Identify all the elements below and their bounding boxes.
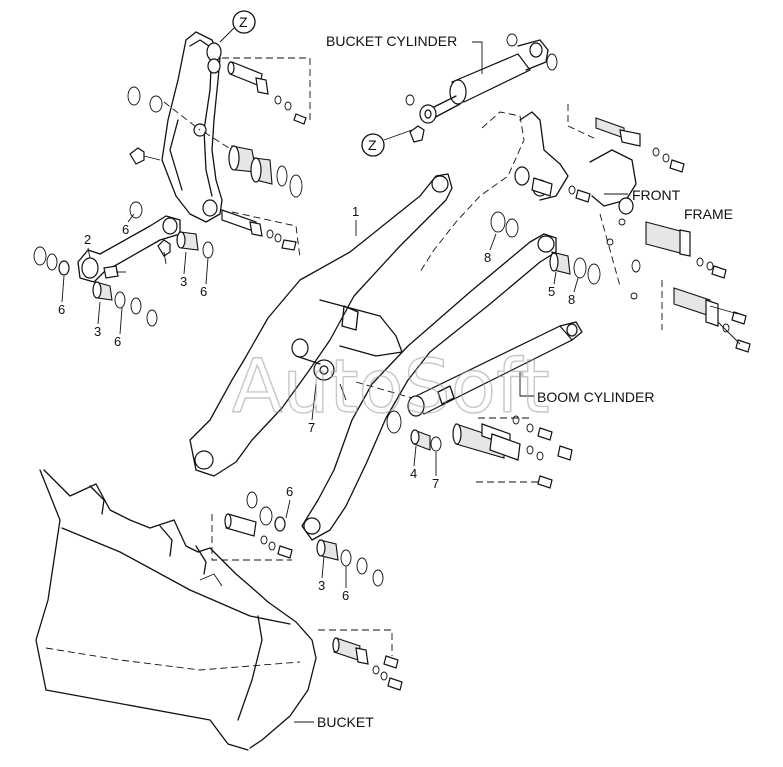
part-number-3-a: 3 (180, 274, 187, 289)
link-bushing-group (33, 201, 214, 327)
detail-z-text-middle: Z (368, 137, 377, 153)
part-number-3-c: 3 (318, 578, 325, 593)
part-number-6-d: 6 (114, 334, 121, 349)
frame-label: FRAME (684, 206, 733, 222)
bucket-cylinder (405, 33, 558, 143)
bell-crank-lever (161, 31, 223, 223)
detail-z-marker-top: Z (219, 10, 256, 43)
watermark-text: AutoSoft (232, 344, 550, 430)
part-number-3-b: 3 (94, 324, 101, 339)
bucket-cylinder-label-group: BUCKET CYLINDER (326, 33, 483, 74)
part-number-6-c: 6 (58, 302, 65, 317)
part-number-callouts: 1 2 6 3 6 6 3 6 7 4 7 8 5 8 6 3 6 (58, 204, 579, 603)
bucket-cylinder-label: BUCKET CYLINDER (326, 33, 457, 49)
lever-bottom-pin-group (221, 209, 301, 259)
lever-top-pin-group (127, 57, 311, 131)
part-number-2: 2 (84, 232, 91, 247)
part-number-4: 4 (410, 466, 417, 481)
boom-arm (189, 173, 557, 541)
front-label: FRONT (632, 187, 681, 203)
part-number-7-b: 7 (432, 476, 439, 491)
part-number-6-f: 6 (342, 588, 349, 603)
part-number-1: 1 (352, 204, 359, 219)
part-number-8-b: 8 (568, 292, 575, 307)
frame-pin-group (490, 177, 601, 285)
part-number-6-b: 6 (200, 284, 207, 299)
boom-cylinder (355, 321, 583, 417)
part-number-7-a: 7 (308, 420, 315, 435)
bucket-label: BUCKET (317, 714, 374, 730)
lever-middle-bushing-group (129, 131, 303, 198)
part-number-5: 5 (548, 284, 555, 299)
boom-cylinder-pin-group (386, 410, 573, 489)
bucket (35, 469, 317, 751)
front-frame (419, 104, 751, 353)
part-number-8-a: 8 (484, 250, 491, 265)
callout-labels: FRONT FRAME BOOM CYLINDER BUCKET (294, 187, 733, 730)
part-number-6-e: 6 (286, 484, 293, 499)
boom-cylinder-label: BOOM CYLINDER (537, 389, 654, 405)
link-arm (77, 215, 181, 283)
detail-z-marker-middle: Z (361, 129, 413, 157)
bucket-pin-group (211, 491, 403, 691)
part-number-6-a: 6 (122, 222, 129, 237)
detail-z-text-top: Z (239, 14, 248, 30)
